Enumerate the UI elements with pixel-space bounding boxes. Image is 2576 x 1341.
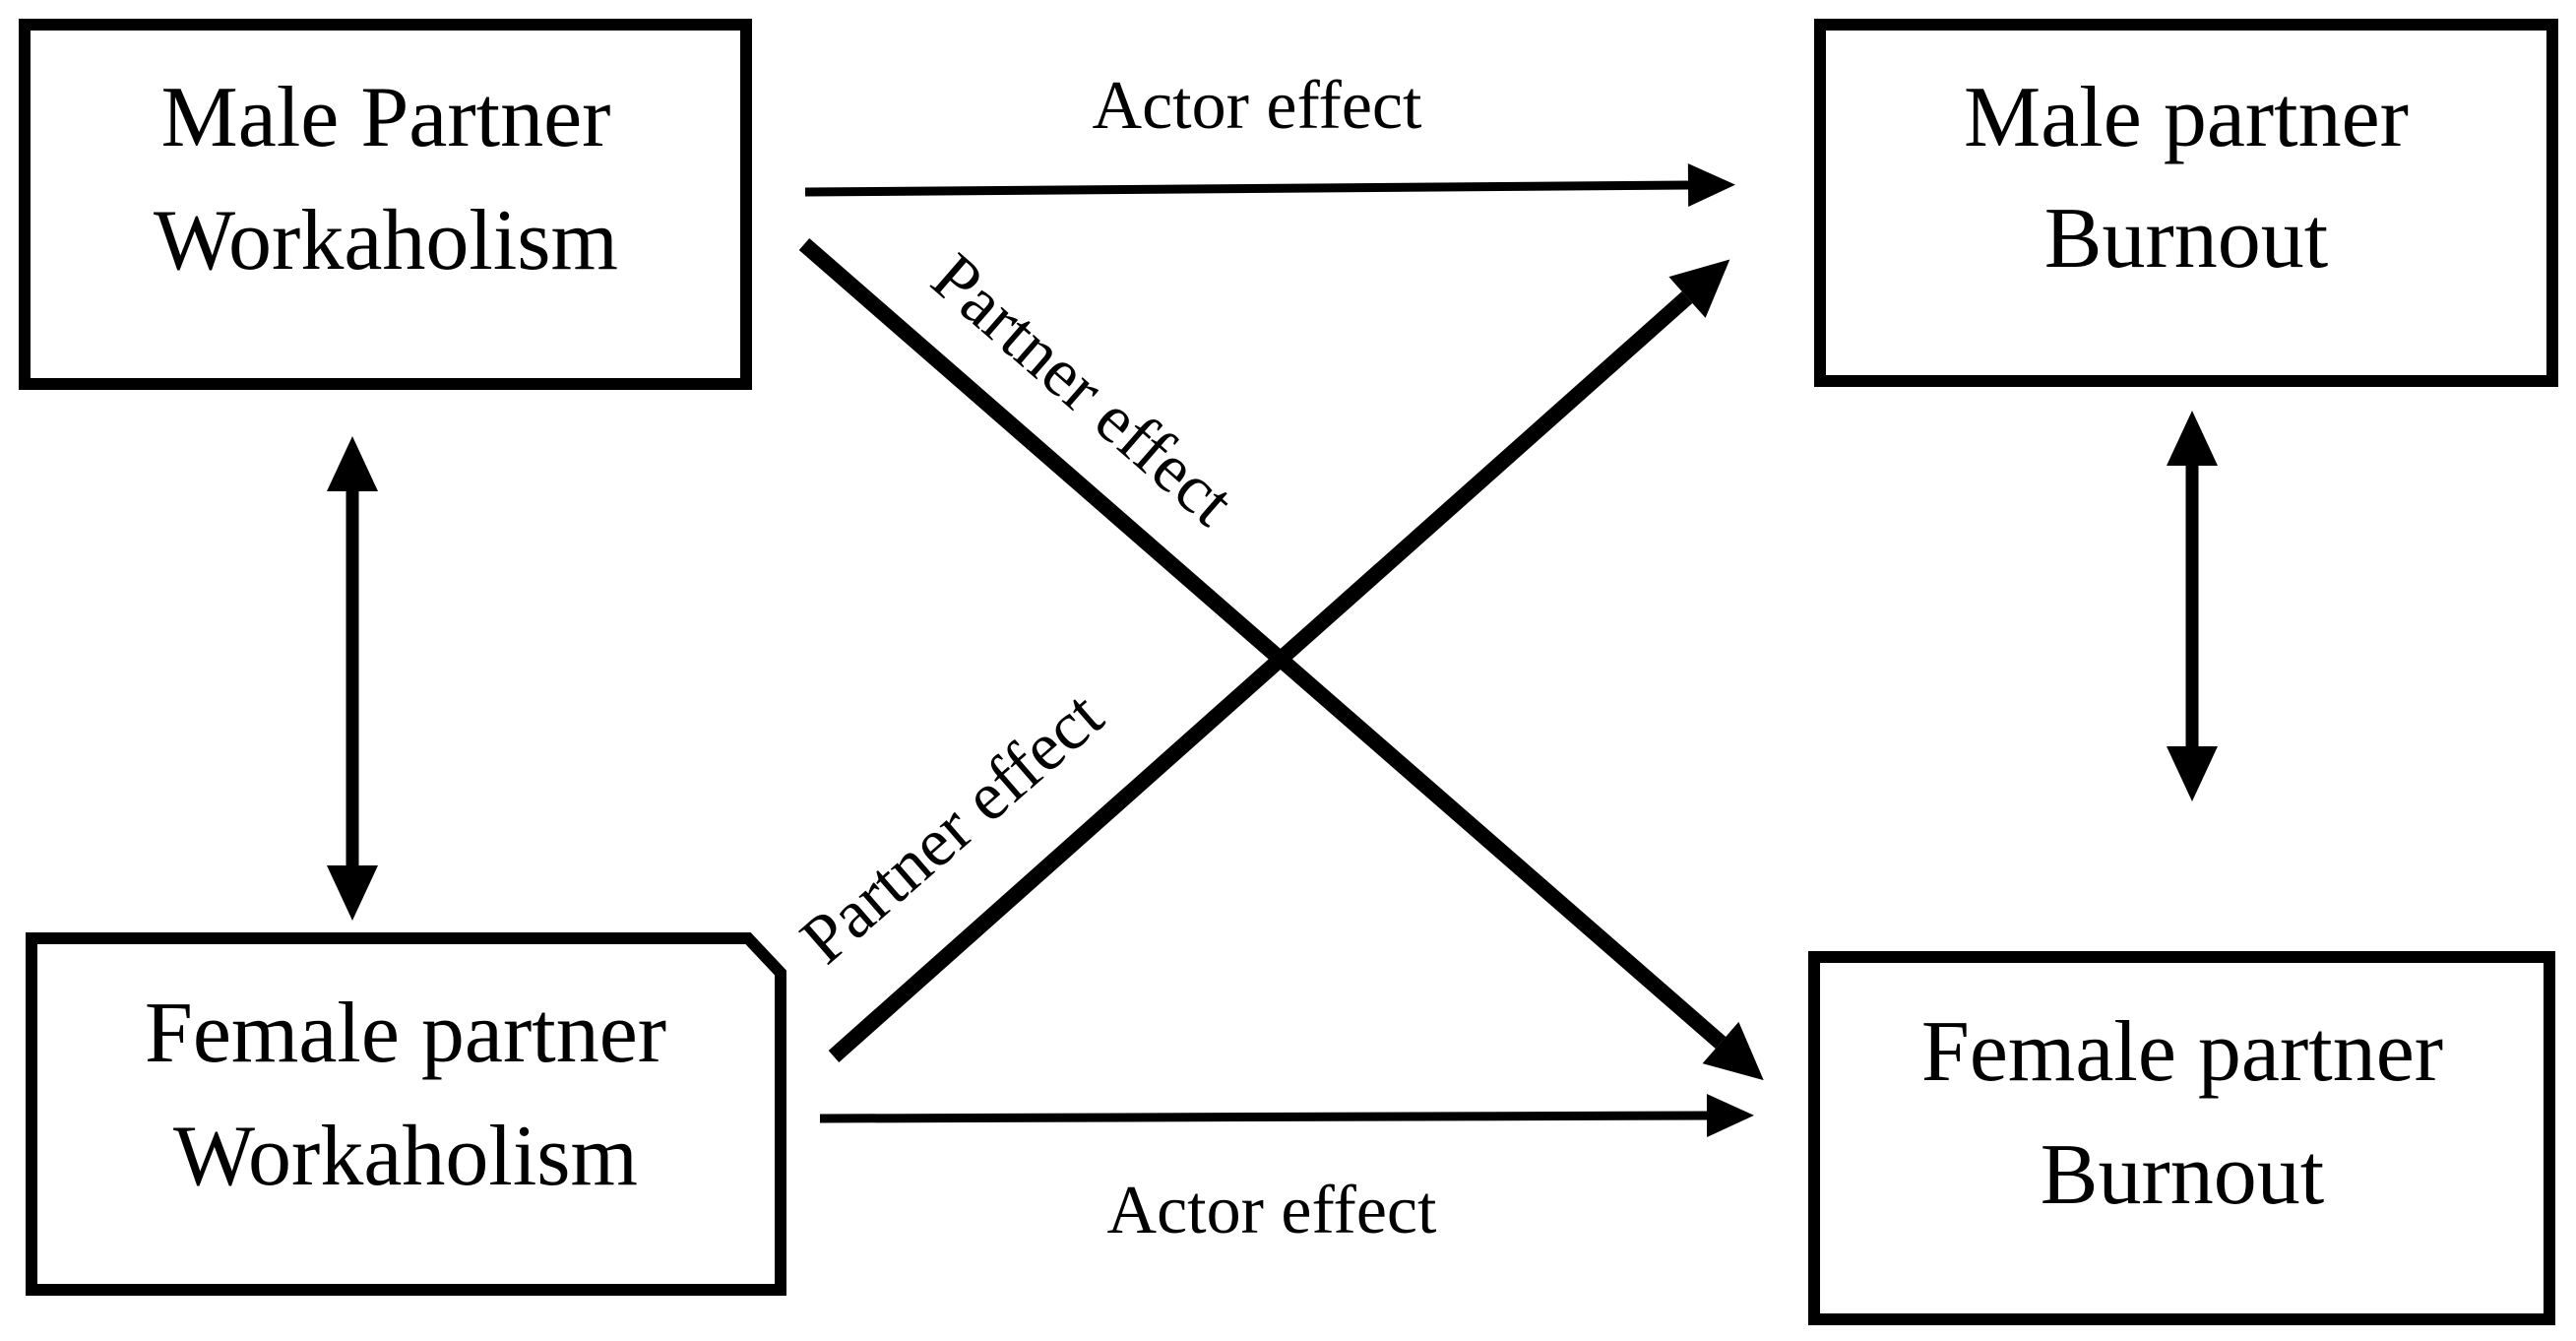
node-female-partner-workaholism: Female partner Workaholism: [26, 932, 786, 1296]
arrow-partner-effect-male-to-female: [798, 237, 1764, 1081]
node-female-partner-workaholism-line1: Female partner: [145, 986, 666, 1081]
node-female-partner-workaholism-box: [26, 932, 786, 1296]
node-female-partner-burnout-line1: Female partner: [1921, 1004, 2443, 1100]
node-male-partner-workaholism-line2: Workaholism: [154, 193, 618, 288]
node-male-partner-workaholism-box: [19, 19, 752, 390]
node-male-partner-burnout-box: [1814, 19, 2558, 387]
node-female-partner-burnout-box: [1808, 951, 2555, 1325]
node-female-partner-burnout-line2: Burnout: [2041, 1127, 2324, 1223]
node-male-partner-workaholism-line1: Male Partner: [161, 70, 611, 165]
arrow-partner-effect-female-to-male: [828, 259, 1730, 1062]
arrow-actor-effect-male: [804, 163, 1735, 207]
node-male-partner-burnout-line2: Burnout: [2044, 191, 2328, 287]
node-male-partner-burnout-line1: Male partner: [1964, 70, 2409, 165]
node-male-partner-workaholism: Male Partner Workaholism: [19, 19, 752, 390]
node-female-partner-workaholism-line2: Workaholism: [173, 1109, 638, 1204]
label-partner-effect-lower: Partner effect: [786, 677, 1117, 979]
label-actor-effect-female: Actor effect: [1107, 1173, 1437, 1248]
label-actor-effect-male: Actor effect: [1093, 68, 1422, 144]
node-male-partner-burnout: Male partner Burnout: [1814, 19, 2558, 387]
node-female-partner-burnout: Female partner Burnout: [1808, 951, 2555, 1325]
arrow-actor-effect-female: [819, 1094, 1754, 1137]
nodes-layer: Male Partner Workaholism Male partner Bu…: [19, 19, 2558, 1325]
